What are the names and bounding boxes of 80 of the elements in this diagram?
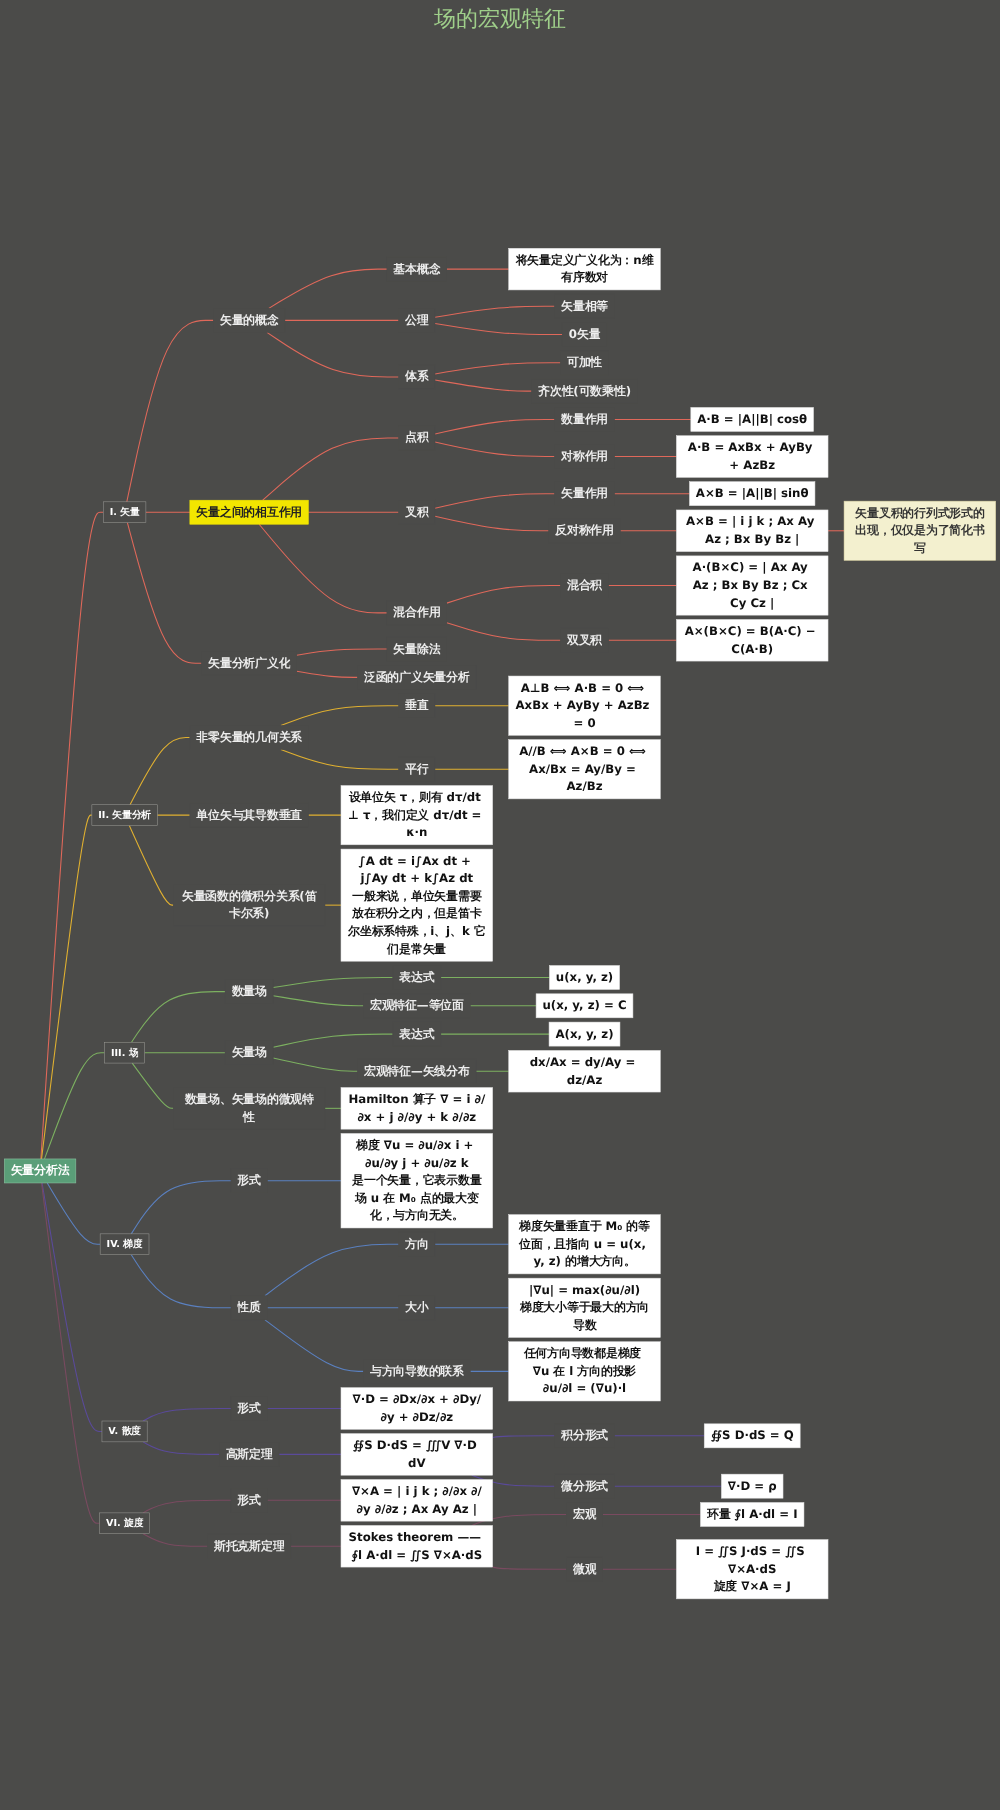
- connector: [130, 1180, 232, 1235]
- connector: [434, 441, 556, 458]
- connector: [492, 1566, 567, 1571]
- connector: [266, 332, 400, 378]
- connector: [262, 437, 400, 502]
- connector: [145, 512, 191, 514]
- connector: [475, 1071, 510, 1073]
- connector: [434, 1307, 510, 1309]
- connector: [131, 991, 226, 1044]
- connector: [264, 1244, 400, 1297]
- connector: [492, 1435, 556, 1439]
- connector: [264, 1319, 364, 1373]
- connector: [613, 419, 692, 421]
- connector: [307, 815, 342, 817]
- connector: [130, 1254, 232, 1309]
- connector: [608, 640, 677, 642]
- connector: [324, 905, 342, 907]
- connector: [613, 493, 690, 495]
- connector: [446, 269, 510, 271]
- connector: [434, 769, 510, 771]
- connector: [272, 1057, 359, 1073]
- connector: [434, 493, 556, 510]
- connector: [296, 671, 359, 679]
- connector: [266, 1180, 342, 1182]
- connector: [272, 1034, 394, 1049]
- connector: [46, 1182, 101, 1246]
- connector: [471, 1514, 567, 1527]
- connector: [608, 585, 677, 587]
- connector: [434, 419, 556, 435]
- connector: [440, 1034, 550, 1036]
- connector: [278, 1454, 342, 1456]
- connector: [284, 320, 400, 322]
- connector: [40, 512, 104, 1160]
- connector: [290, 1546, 342, 1548]
- connector: [142, 1500, 232, 1514]
- connector: [128, 825, 174, 907]
- connector: [266, 1408, 342, 1410]
- connector: [434, 516, 550, 532]
- connector: [446, 622, 561, 642]
- connector: [446, 585, 561, 605]
- connector: [266, 1500, 342, 1502]
- connector: [41, 815, 93, 1160]
- connector: [613, 1486, 722, 1488]
- connector: [41, 1182, 103, 1433]
- connector: [258, 524, 388, 614]
- connector: [440, 977, 550, 979]
- connector: [129, 737, 191, 806]
- connector: [307, 512, 400, 514]
- connector: [144, 1052, 226, 1054]
- connector: [142, 1408, 232, 1422]
- connector: [434, 362, 561, 375]
- connector: [434, 1244, 510, 1246]
- connector: [434, 306, 556, 319]
- connector: [602, 1514, 701, 1516]
- connector: [434, 705, 510, 707]
- connector: [296, 648, 388, 657]
- connector: [613, 456, 677, 458]
- connector: [272, 977, 394, 989]
- connector: [272, 995, 364, 1007]
- connector: [471, 1475, 556, 1488]
- connector: [619, 530, 677, 532]
- connector: [280, 705, 400, 727]
- connector: [126, 320, 214, 503]
- connector: [156, 815, 191, 817]
- connector: [613, 1435, 705, 1437]
- connector: [602, 1569, 677, 1571]
- connector: [43, 1052, 106, 1160]
- connector: [41, 1182, 101, 1525]
- connector: [469, 1371, 510, 1373]
- connector: [434, 323, 563, 336]
- connector: [268, 269, 388, 310]
- bracket-label: 场的宏观特征: [434, 6, 566, 32]
- connector: [469, 1005, 537, 1007]
- connector: [142, 1441, 220, 1456]
- connector: [131, 1063, 174, 1110]
- connector: [434, 379, 533, 393]
- connector: [126, 522, 203, 665]
- connector: [280, 749, 400, 771]
- connector: [142, 1533, 208, 1548]
- connector: [266, 1307, 400, 1309]
